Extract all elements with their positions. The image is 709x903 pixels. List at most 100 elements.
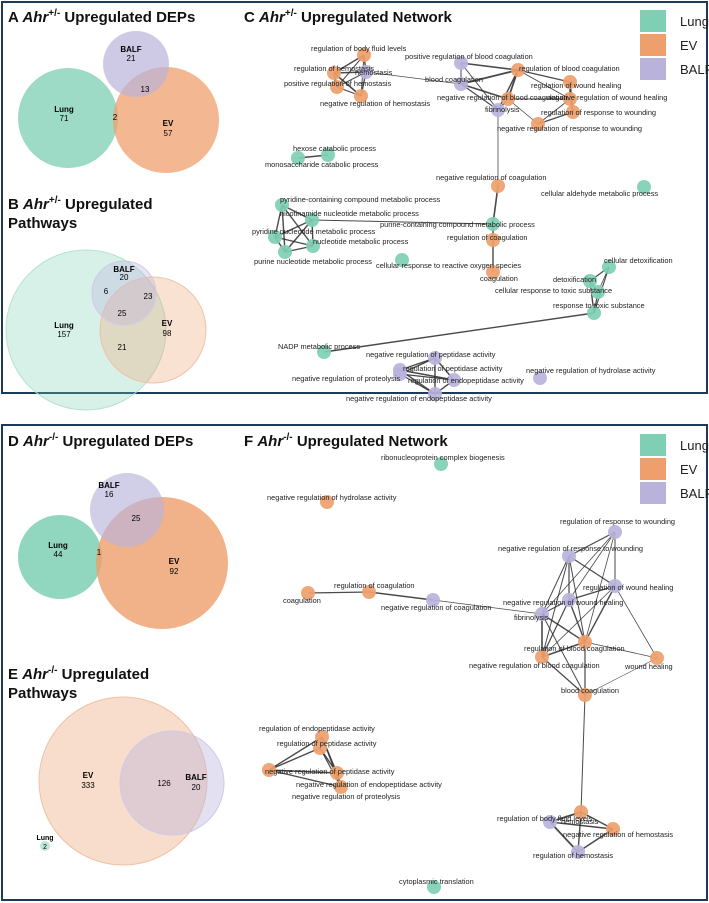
network-node-label: negative regulation of peptidase activit…: [366, 350, 496, 359]
network-edge: [460, 62, 519, 71]
network-node: [262, 763, 276, 777]
panel-d-title: D Ahr-/- Upregulated DEPs: [8, 432, 194, 451]
ev-swatch: [640, 458, 666, 480]
network-node-label: regulation of response to wounding: [541, 108, 656, 117]
panel-c-title: C Ahr+/- Upregulated Network: [244, 8, 452, 27]
network-node-label: regulation of body fluid levels: [497, 814, 593, 823]
lung-swatch: [640, 10, 666, 32]
venn-b-balf-count: 20: [120, 273, 129, 282]
network-edge: [365, 71, 462, 85]
venn-b-lung-label: Lung: [54, 321, 74, 330]
network-edge: [319, 747, 342, 788]
venn-b-ev-count: 98: [163, 329, 172, 338]
network-node-label: negative regulation of hydrolase activit…: [267, 493, 397, 502]
venn-a-balf-circle: [103, 31, 169, 97]
network-node: [563, 75, 577, 89]
network-node-label: regulation of peptidase activity: [403, 364, 503, 373]
network-node-label: regulation of hemostasis: [294, 64, 374, 73]
network-node: [428, 387, 442, 401]
network-edge: [568, 555, 616, 587]
network-edge: [541, 613, 586, 696]
network-edge: [281, 204, 286, 253]
legend-label-balf: BALF: [680, 61, 709, 77]
venn-a-balf-count: 21: [127, 54, 136, 63]
network-node: [362, 585, 376, 599]
network-node-label: negative regulation of endopeptidase act…: [346, 394, 492, 403]
network-node: [637, 180, 651, 194]
network-node-label: negative regulation of wound healing: [503, 598, 623, 607]
legend-label-balf: BALF: [680, 485, 709, 501]
network-node: [427, 880, 441, 894]
network-edge: [497, 69, 519, 111]
network-edge: [281, 204, 314, 247]
network-node: [317, 345, 331, 359]
legend-label-lung: Lung: [680, 437, 709, 453]
network-node-label: negative regulation of wound healing: [547, 93, 667, 102]
network-edge: [541, 585, 616, 658]
network-edge: [268, 769, 338, 774]
network-node: [359, 65, 373, 79]
network-node: [357, 48, 371, 62]
network-node-label: negative regulation of blood coagulation: [469, 661, 600, 670]
network-node: [313, 741, 327, 755]
network-node-label: purine-containing compound metabolic pro…: [380, 220, 535, 229]
network-edge: [568, 585, 616, 601]
network-node: [454, 56, 468, 70]
network-edge: [568, 531, 616, 557]
network-edge: [432, 599, 543, 615]
lung-swatch: [640, 434, 666, 456]
network-node-label: hexose catabolic process: [293, 144, 376, 153]
network-node: [330, 80, 344, 94]
network-node: [608, 579, 622, 593]
network-edge: [307, 591, 370, 594]
network-node: [563, 92, 577, 106]
network-c: regulation of body fluid levels regulatio…: [252, 44, 673, 403]
network-node: [583, 274, 597, 288]
network-node-label: nicotinamide nucleotide metabolic proces…: [280, 209, 419, 218]
network-node: [354, 89, 368, 103]
venn-b-ev-circle: [99, 276, 207, 384]
network-node-label: regulation of coagulation: [447, 233, 528, 242]
venn-e-lung-circle: [40, 841, 50, 851]
network-node-label: cellular aldehyde metabolic process: [541, 189, 658, 198]
venn-d: Lung 44 BALF 16 25 1 EV 92: [18, 473, 228, 629]
network-node-label: regulation of body fluid levels: [311, 44, 407, 53]
network-edge: [460, 69, 519, 85]
network-node-label: cellular response to reactive oxygen spe…: [376, 261, 521, 270]
venn-e-lung-count: 2: [43, 844, 47, 851]
network-node-label: negative regulation of proteolysis: [292, 374, 400, 383]
network-node-label: regulation of hemostasis: [533, 851, 613, 860]
network-edge: [568, 599, 586, 643]
network-edge: [584, 531, 616, 643]
network-node: [426, 593, 440, 607]
network-node: [606, 822, 620, 836]
network-node: [334, 780, 348, 794]
network-node-label: wound healing: [624, 662, 673, 671]
venn-a-lung-label: Lung: [54, 105, 74, 114]
network-edge: [399, 373, 455, 381]
legend-item-balf: BALF: [640, 58, 709, 80]
network-node: [330, 766, 344, 780]
venn-d-ev-label: EV: [169, 557, 180, 566]
network-node: [327, 66, 341, 80]
legend-label-ev: EV: [680, 37, 698, 53]
venn-e-balf-label: BALF: [185, 773, 206, 782]
network-node-label: regulation of endopeptidase activity: [408, 376, 524, 385]
network-node-label: NADP metabolic process: [278, 342, 360, 351]
network-node-label: cellular response to toxic substance: [495, 286, 612, 295]
venn-a-balf-ev-count: 13: [141, 85, 150, 94]
venn-b-balf-label: BALF: [113, 265, 134, 274]
panel-f-title: F Ahr-/- Upregulated Network: [244, 432, 448, 451]
network-node: [587, 306, 601, 320]
venn-b-all-count: 25: [118, 309, 127, 318]
network-node: [315, 730, 329, 744]
network-edge: [568, 555, 586, 643]
network-node-label: purine nucleotide metabolic process: [254, 257, 372, 266]
venn-d-lung-label: Lung: [48, 541, 68, 550]
venn-d-balf-circle: [90, 473, 164, 547]
network-edge: [323, 312, 595, 353]
network-edge: [517, 69, 571, 83]
venn-d-ev-count: 92: [170, 567, 179, 576]
venn-e-balf-circle: [119, 730, 225, 836]
venn-e-balf-ev-count: 126: [157, 779, 171, 788]
